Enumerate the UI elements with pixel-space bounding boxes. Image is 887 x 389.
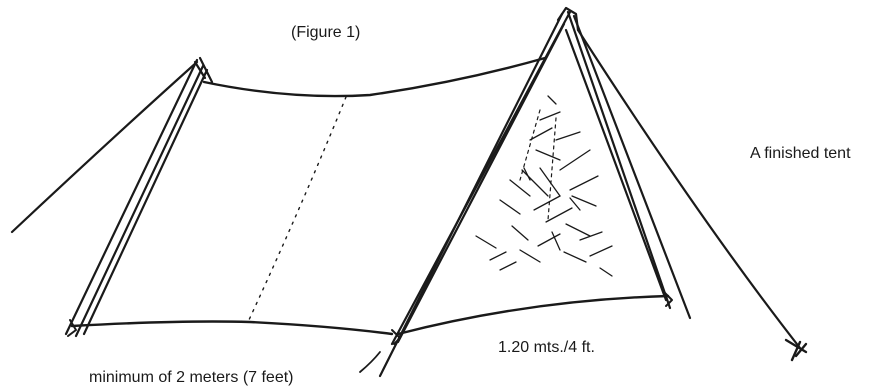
left-pole [64, 56, 214, 338]
right-pole-back [564, 10, 692, 320]
front-bottom-edge [70, 320, 394, 336]
right-pole-front [378, 10, 572, 378]
width-measurement-label: 1.20 mts./4 ft. [498, 339, 595, 356]
figure-caption: (Figure 1) [291, 24, 361, 41]
ridge-line [202, 56, 547, 98]
side-bottom-edge [396, 294, 670, 336]
pole-top [556, 6, 580, 32]
side-panel-fold-lines [519, 109, 557, 221]
corner-stakes [67, 291, 673, 345]
right-guy-rope [576, 28, 802, 350]
length-leader [359, 351, 381, 373]
length-measurement-label: minimum of 2 meters (7 feet) [89, 369, 294, 386]
side-panel-hatching [475, 95, 613, 277]
left-guy-rope [10, 60, 199, 234]
center-fold-dotted [247, 96, 347, 323]
right-stake [784, 338, 808, 362]
finished-tent-label: A finished tent [750, 145, 851, 162]
